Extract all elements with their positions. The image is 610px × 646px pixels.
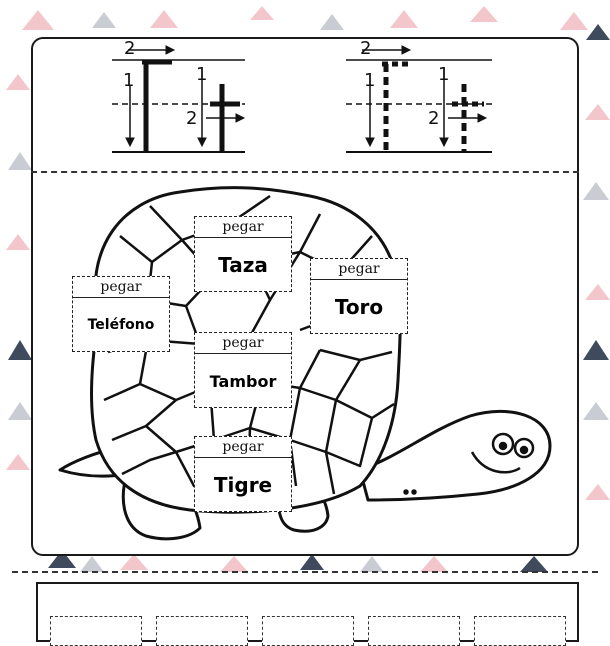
solid-uppercase-t bbox=[125, 45, 176, 152]
triangle-pattern-background bbox=[6, 6, 610, 572]
step-number: 1 bbox=[438, 64, 450, 85]
step-number: 2 bbox=[428, 108, 440, 129]
label-word: Teléfono bbox=[87, 317, 155, 333]
paste-tab: pegar bbox=[311, 259, 407, 280]
paste-tab: pegar bbox=[195, 333, 291, 354]
solid-lowercase-t bbox=[197, 80, 246, 152]
paste-tab: pegar bbox=[73, 277, 169, 298]
paste-label-tambor[interactable]: pegar Tambor bbox=[194, 332, 292, 408]
cut-line-bottom bbox=[12, 571, 598, 573]
letter-tracing-guides bbox=[112, 45, 492, 153]
step-number: 1 bbox=[364, 70, 376, 91]
dashed-uppercase-t bbox=[362, 45, 412, 152]
label-word: Tambor bbox=[209, 371, 277, 391]
paste-tab: pegar bbox=[195, 217, 291, 238]
step-number: 1 bbox=[196, 64, 208, 85]
cutout-picture-slot[interactable] bbox=[156, 616, 248, 646]
step-number: 2 bbox=[360, 38, 372, 59]
cut-line-top bbox=[31, 171, 579, 173]
dashed-lowercase-t bbox=[439, 80, 488, 152]
cutout-picture-slot[interactable] bbox=[368, 616, 460, 646]
label-word: Taza bbox=[218, 253, 268, 277]
paste-label-tigre[interactable]: pegar Tigre bbox=[194, 436, 292, 512]
label-word: Tigre bbox=[213, 473, 273, 497]
cutout-picture-slot[interactable] bbox=[50, 616, 142, 646]
paste-tab: pegar bbox=[195, 437, 291, 458]
paste-label-taza[interactable]: pegar Taza bbox=[194, 216, 292, 292]
cutout-picture-slot[interactable] bbox=[262, 616, 354, 646]
paste-label-toro[interactable]: pegar Toro bbox=[310, 258, 408, 334]
paste-label-telefono[interactable]: pegar Teléfono bbox=[72, 276, 170, 352]
step-number: 1 bbox=[123, 70, 135, 91]
step-number: 2 bbox=[186, 108, 198, 129]
cutout-picture-slot[interactable] bbox=[474, 616, 566, 646]
step-number: 2 bbox=[124, 38, 136, 59]
label-word: Toro bbox=[334, 295, 384, 319]
